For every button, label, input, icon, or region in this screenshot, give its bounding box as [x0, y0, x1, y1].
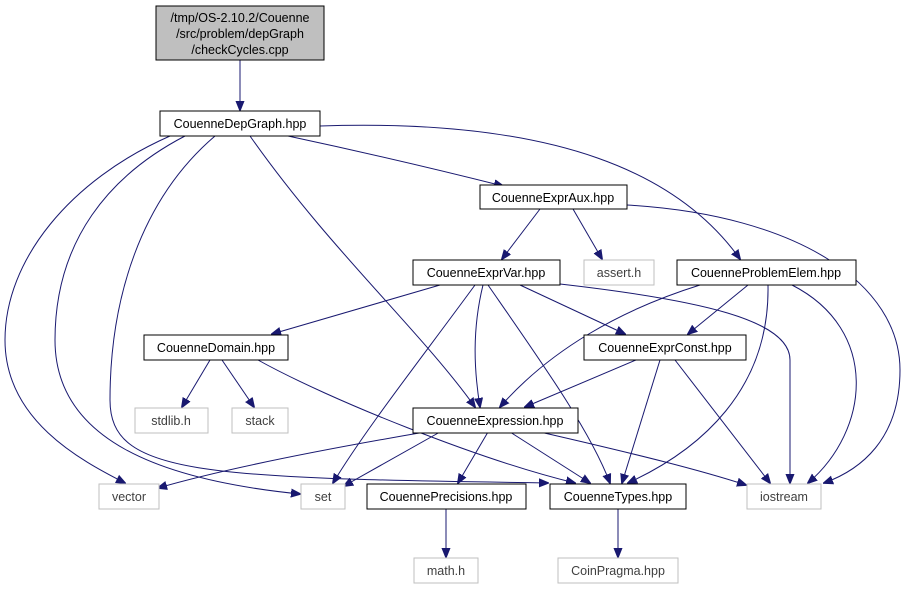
node-couenneprecisions-hpp[interactable]: CouennePrecisions.hpp: [366, 483, 527, 510]
node-label: stdlib.h: [151, 414, 191, 428]
edge-expression-to-vector: [158, 431, 426, 488]
edge-probelem-to-iostream: [791, 284, 857, 483]
edge-exprvar-to-iostream: [559, 283, 790, 483]
node-label: math.h: [427, 564, 465, 578]
node-box-root: [155, 5, 325, 61]
node-iostream: iostream: [746, 483, 822, 510]
edge-exprvar-to-domain: [272, 284, 441, 334]
edges: [4, 60, 901, 557]
edge-exprconst-to-iostream: [674, 359, 770, 483]
node-coinpragma-hpp: CoinPragma.hpp: [557, 557, 679, 584]
edge-exprconst-to-expression: [525, 359, 637, 407]
node-label: CouenneExprVar.hpp: [427, 266, 546, 280]
node-couennedomain-hpp[interactable]: CouenneDomain.hpp: [143, 334, 289, 361]
node-label: set: [315, 490, 332, 504]
node-label: CouenneDomain.hpp: [157, 341, 275, 355]
edge-probelem-to-expression: [500, 284, 701, 407]
root-label-line-1: /tmp/OS-2.10.2/Couenne: [171, 11, 310, 25]
edge-exprconst-to-types: [622, 359, 661, 483]
edge-depgraph-to-expraux: [287, 135, 503, 186]
node-couenneexprconst-hpp[interactable]: CouenneExprConst.hpp: [583, 334, 747, 361]
edge-probelem-to-exprconst: [688, 284, 749, 334]
edge-expraux-to-assert: [572, 208, 602, 259]
edge-exprvar-to-exprconst: [519, 284, 625, 334]
edge-depgraph-to-probelem: [319, 124, 740, 259]
edge-exprvar-to-expression: [475, 284, 484, 407]
node-label: iostream: [760, 490, 808, 504]
node-label: CouenneExpression.hpp: [427, 414, 564, 428]
node-couenneexpraux-hpp[interactable]: CouenneExprAux.hpp: [479, 184, 628, 210]
node-couenneexpression-hpp[interactable]: CouenneExpression.hpp: [412, 407, 579, 434]
edge-domain-to-types: [257, 359, 575, 483]
edge-expraux-to-exprvar: [502, 208, 541, 259]
node-vector: vector: [98, 483, 160, 510]
edge-expression-to-precisions: [458, 431, 489, 483]
root-label-line-3: /checkCycles.cpp: [191, 43, 288, 57]
node-stack: stack: [231, 407, 289, 434]
root-label-line-2: /src/problem/depGraph: [176, 27, 304, 41]
edge-depgraph-to-expression: [249, 135, 475, 407]
node-assert-h: assert.h: [583, 259, 655, 286]
edge-expression-to-iostream: [539, 431, 746, 485]
edge-domain-to-stdlib: [182, 359, 211, 407]
node-couennedepgraph-hpp[interactable]: CouenneDepGraph.hpp: [159, 110, 321, 137]
node-label: CouennePrecisions.hpp: [380, 490, 513, 504]
edge-expression-to-set: [344, 431, 441, 486]
edge-domain-to-stack: [221, 359, 254, 407]
edge-probelem-to-types: [628, 284, 769, 483]
edge-depgraph-to-types: [109, 135, 548, 483]
node-label: CouenneProblemElem.hpp: [691, 266, 841, 280]
node-label: stack: [245, 414, 275, 428]
node-checkcycles-cpp: /tmp/OS-2.10.2/Couenne /src/problem/depG…: [155, 5, 325, 61]
node-couenneexprvar-hpp[interactable]: CouenneExprVar.hpp: [412, 259, 561, 286]
edge-depgraph-to-set: [54, 135, 300, 494]
node-label: CouenneTypes.hpp: [564, 490, 672, 504]
node-label: assert.h: [597, 266, 642, 280]
edge-exprvar-to-set: [333, 284, 476, 483]
node-label: CouenneExprAux.hpp: [492, 191, 614, 205]
node-label: CoinPragma.hpp: [571, 564, 665, 578]
nodes: /tmp/OS-2.10.2/Couenne /src/problem/depG…: [98, 5, 857, 584]
edge-exprvar-to-types: [487, 284, 610, 483]
edge-expression-to-types: [509, 431, 590, 483]
node-couenneproblemelem-hpp[interactable]: CouenneProblemElem.hpp: [676, 259, 857, 286]
node-label: CouenneExprConst.hpp: [598, 341, 731, 355]
node-couennetypes-hpp[interactable]: CouenneTypes.hpp: [549, 483, 687, 510]
node-set: set: [300, 483, 346, 510]
edge-expraux-to-iostream: [626, 204, 901, 483]
node-math-h: math.h: [413, 557, 479, 584]
edge-depgraph-to-vector: [4, 135, 171, 483]
node-stdlib-h: stdlib.h: [134, 407, 209, 434]
node-label: vector: [112, 490, 146, 504]
node-label: CouenneDepGraph.hpp: [174, 117, 307, 131]
